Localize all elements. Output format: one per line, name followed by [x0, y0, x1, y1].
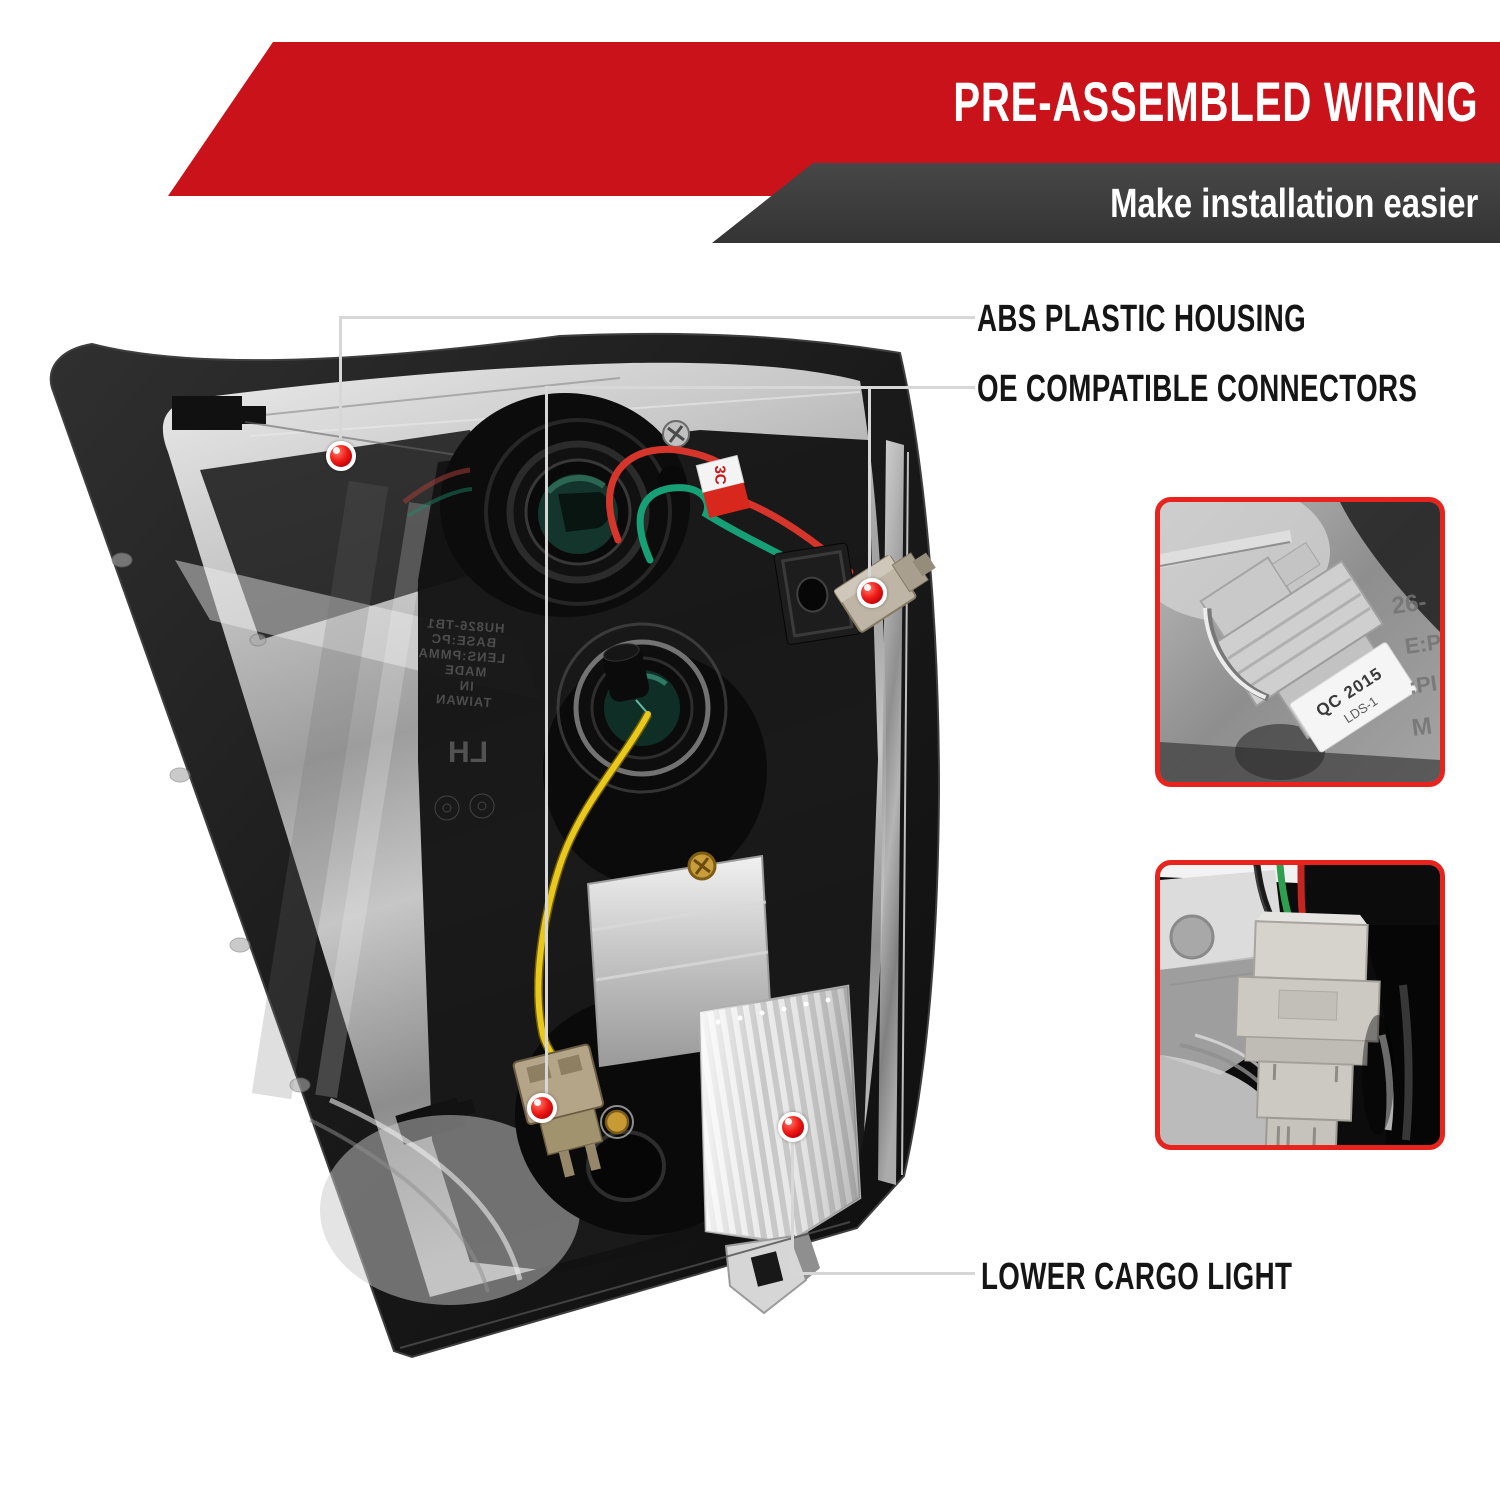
callout-dot-upper-connector-icon — [857, 578, 887, 608]
stamp-side-mark: LH — [448, 736, 488, 769]
callout-line-cargo-horizontal — [791, 1272, 975, 1275]
callout-line-oe-vertical-left — [545, 386, 548, 1096]
stamp-line: MADE — [444, 662, 487, 680]
banner-subtitle: Make installation easier — [1109, 180, 1478, 226]
label-abs-plastic-housing: ABS PLASTIC HOUSING — [977, 298, 1307, 340]
callout-dot-lower-connector-icon — [527, 1093, 557, 1123]
lower-connector — [512, 1043, 605, 1178]
upper-bracket — [773, 542, 861, 645]
callout-line-oe-vertical-right — [868, 386, 871, 581]
stamp-line: TAIWAN — [435, 691, 492, 710]
callout-dot-cargo-light-icon — [778, 1112, 808, 1142]
embossed-part-number: 26- E:P :PI M — [1390, 588, 1440, 742]
stamp-line: LENS:PMMA — [417, 645, 506, 666]
banner-title: PRE-ASSEMBLED WIRING — [952, 70, 1478, 133]
callout-line-oe-horizontal — [547, 386, 975, 389]
screw-top-icon — [662, 420, 690, 448]
chrome-dimples — [111, 552, 311, 1093]
svg-text:M: M — [1410, 712, 1434, 742]
bottom-bracket — [724, 1232, 820, 1315]
tail-light-back-photo: HU826-TB1 BASE:PC LENS:PMMA MADE IN TAIW… — [49, 332, 941, 1359]
reflector-bowl — [309, 1097, 580, 1305]
qc-sticker: QC 2015 LDS-1 — [1289, 642, 1417, 753]
wire-tag: 3C — [695, 454, 751, 519]
callout-line-abs-horizontal — [339, 316, 975, 319]
brass-screw-icon — [604, 1109, 630, 1135]
callout-line-cargo-vertical — [791, 1135, 794, 1275]
svg-text::PI: :PI — [1407, 670, 1438, 699]
inset-connector-socket-photo: QC 2015 LDS-1 26- E:P :PI M — [1155, 497, 1445, 787]
middle-bulb-chamber — [543, 622, 767, 888]
wire-tag-text: 3C — [711, 465, 729, 485]
stamp-line: HU826-TB1 — [426, 615, 505, 635]
svg-text:26-: 26- — [1390, 588, 1428, 620]
inset-wired-plug-photo — [1155, 860, 1445, 1150]
empty-bulb-hole — [586, 1130, 666, 1202]
plug-connector-shape — [1234, 911, 1381, 1145]
stamp-line: BASE:PC — [430, 631, 496, 651]
upper-bulb-chamber — [440, 393, 690, 617]
label-oe-compatible-connectors: OE COMPATIBLE CONNECTORS — [977, 368, 1418, 410]
svg-text:E:P: E:P — [1403, 629, 1440, 659]
callout-dot-abs-housing-icon — [326, 441, 356, 471]
stamp-gear-marks — [434, 793, 495, 821]
cargo-light-lens — [698, 984, 862, 1245]
label-lower-cargo-light: LOWER CARGO LIGHT — [981, 1256, 1293, 1298]
callout-line-abs-vertical — [339, 316, 342, 444]
housing-stamp-text: HU826-TB1 BASE:PC LENS:PMMA MADE IN TAIW… — [417, 615, 506, 710]
stamp-line: IN — [458, 678, 474, 694]
banner-dark-ribbon: Make installation easier — [712, 163, 1500, 243]
